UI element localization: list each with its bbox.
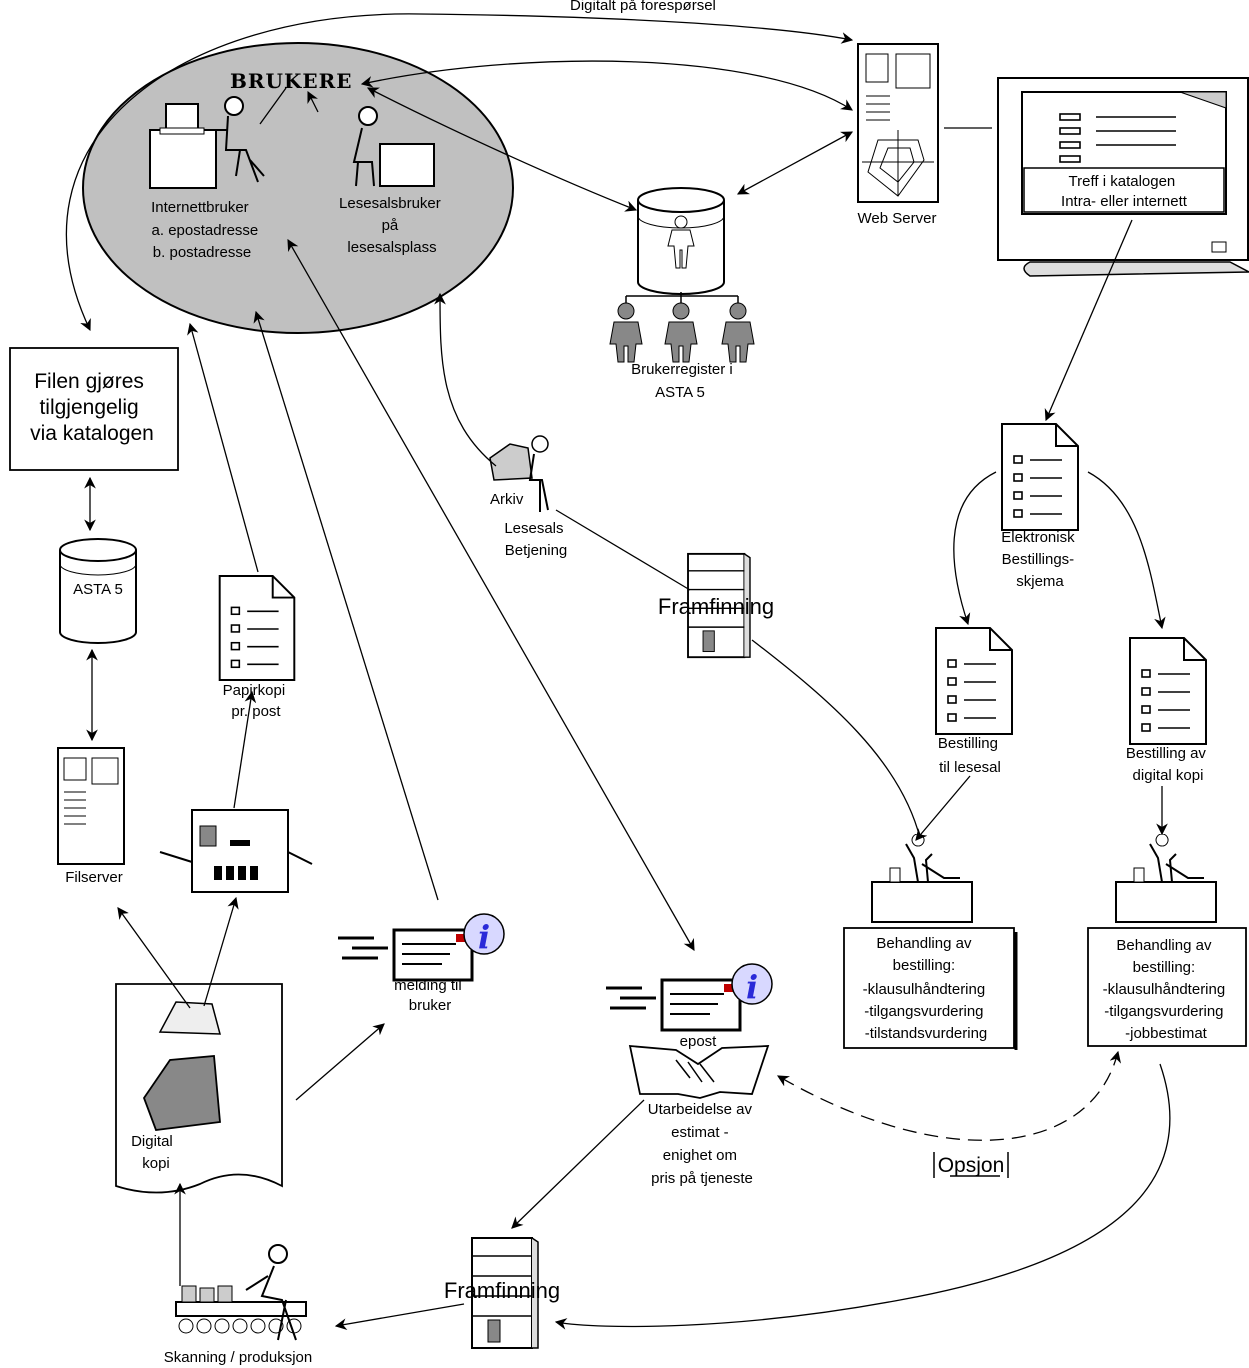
electronic-form-label: Elektronisk Bestillings- skjema	[1001, 529, 1079, 590]
order-digital-doc-icon	[1128, 636, 1208, 746]
message-mail-icon	[338, 912, 506, 982]
arrow-email-users	[287, 238, 695, 952]
user-register-icon	[609, 187, 755, 363]
user-register-label: Brukerregister i ASTA 5	[631, 361, 737, 401]
scanning-label: Skanning / produksjon	[164, 1349, 312, 1366]
arrow-users-register	[366, 87, 638, 212]
arrow-processing-right-shelf	[554, 1063, 1171, 1330]
arrow-shelf-desk	[751, 639, 921, 839]
order-reading-room-label: Bestilling til lesesal	[938, 735, 1002, 776]
order-reading-room-doc-icon	[934, 626, 1014, 736]
arrow-form-order-left	[953, 471, 997, 626]
connectors	[65, 13, 1171, 1330]
asta-database-icon	[59, 538, 137, 644]
email-label: epost	[680, 1033, 718, 1050]
message-to-user-label: melding til bruker	[394, 977, 466, 1014]
arrow-top-arc	[65, 13, 854, 332]
digital-copy-label: Digital kopi	[131, 1133, 177, 1172]
processing-right-label: Behandling av bestilling: -klausulhåndte…	[1103, 937, 1230, 1042]
monitor-icon	[997, 77, 1249, 277]
retrieval-bottom-label: Framfinning	[444, 1278, 560, 1303]
arrow-monitor-form	[1044, 219, 1133, 422]
arrow-handshake-shelf	[511, 1099, 645, 1229]
users-title: BRUKERE	[230, 69, 352, 93]
top-note: Digitalt på forespørsel	[570, 0, 716, 14]
option-bracket	[933, 1152, 1009, 1178]
arrow-paperdoc-users	[187, 322, 259, 573]
arrow-archive-users	[434, 292, 497, 467]
processing-left-label: Behandling av bestilling: -klausulhåndte…	[863, 935, 990, 1042]
file-catalog-box	[9, 347, 179, 471]
processing-right-desk-icon	[1115, 834, 1217, 923]
printer-icon	[159, 809, 313, 893]
arrow-register-webserver	[736, 131, 854, 195]
order-digital-label: Bestilling av digital kopi	[1126, 745, 1210, 784]
file-server-label: Filserver	[65, 869, 123, 886]
option-label: Opsjon	[938, 1154, 1005, 1177]
arrow-form-order-right	[1087, 471, 1166, 630]
web-server-icon	[857, 43, 939, 203]
monitor-label: Treff i katalogen Intra- eller internett	[1061, 173, 1188, 210]
email-mail-icon	[606, 962, 774, 1032]
estimate-label: Utarbeidelse av estimat - enighet om pri…	[648, 1101, 756, 1187]
processing-right-box	[1087, 927, 1247, 1047]
arrow-printer-paper	[233, 690, 257, 809]
reading-room-service-label: Lesesals Betjening	[504, 520, 567, 559]
archive-label: Arkiv	[490, 491, 524, 508]
handshake-icon	[628, 1044, 770, 1099]
processing-left-box	[843, 927, 1015, 1049]
asta-label: ASTA 5	[73, 581, 123, 598]
scanning-icon	[175, 1244, 307, 1341]
arrow-order-left-desk	[915, 775, 971, 841]
arrow-copy-printer	[203, 896, 239, 1007]
arrow-option-dashed	[776, 1050, 1122, 1141]
arrow-brukere-icons	[259, 88, 318, 125]
web-server-label: Web Server	[858, 210, 937, 227]
retrieval-top-label: Framfinning	[658, 594, 774, 619]
processing-left-desk-icon	[871, 834, 973, 923]
arrow-copy-message	[295, 1023, 385, 1101]
paper-copy-label: Papirkopi pr. post	[223, 682, 290, 720]
arrow-shelf-scanning	[334, 1303, 465, 1330]
electronic-form-doc-icon	[1000, 422, 1080, 532]
file-catalog-label: Filen gjøres tilgjengelig via katalogen	[30, 370, 154, 445]
file-server-icon	[57, 747, 125, 865]
digital-copy-page	[115, 983, 283, 1194]
arrow-users-webserver	[360, 60, 853, 111]
arrow-copy-fileserver	[117, 907, 191, 1009]
arrow-service-shelf	[555, 509, 691, 591]
internet-user-label: Internettbruker a. epostadresse b. posta…	[151, 199, 262, 261]
paper-copy-doc-icon	[218, 574, 296, 682]
